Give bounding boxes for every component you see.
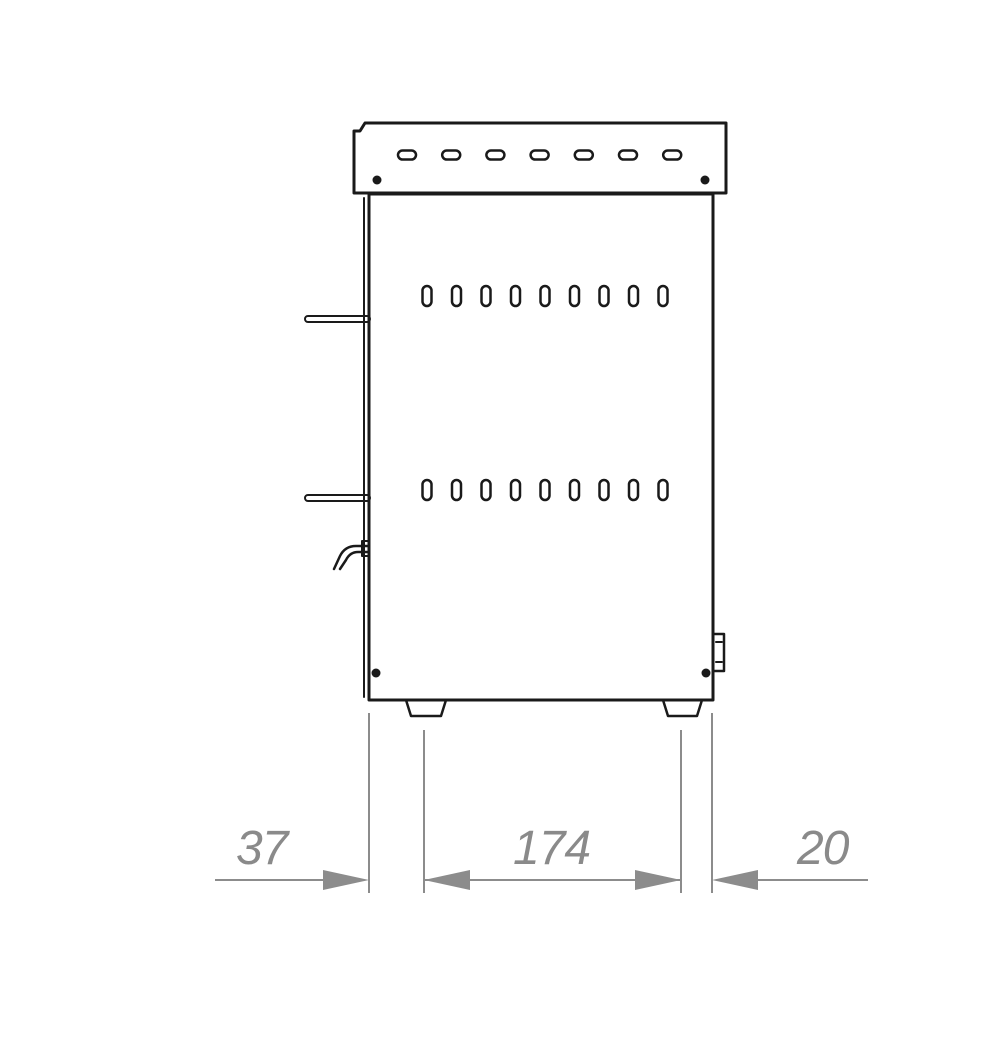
dimension-label-middle: 174 <box>513 822 590 875</box>
body-vent-slot <box>509 284 522 308</box>
dimension-line-left <box>215 870 369 890</box>
body-vent-slot <box>568 478 581 502</box>
body-vent-slots-upper <box>421 284 669 308</box>
body-vent-slot <box>421 478 433 502</box>
gas-inlet-pipe <box>332 540 370 571</box>
rear-connector <box>711 632 726 673</box>
rim-vent-slots <box>396 149 683 161</box>
oven-door-handle-upper <box>304 315 371 323</box>
dimension-extension-lines <box>368 713 713 893</box>
body-vent-slot <box>539 284 551 308</box>
body-vent-slot <box>657 478 669 502</box>
cooker-body <box>363 192 715 702</box>
rim-vent-slot <box>396 149 418 161</box>
rim-vent-slot <box>661 149 683 161</box>
rim-vent-slot <box>617 149 639 161</box>
body-vent-slot <box>539 478 551 502</box>
oven-door-handle-lower <box>304 494 371 502</box>
dimension-label-left: 37 <box>236 822 291 875</box>
rim-vent-slot <box>485 149 506 161</box>
body-vent-slot <box>598 284 610 308</box>
rim-vent-slot <box>529 149 550 161</box>
rear-foot <box>661 698 704 718</box>
body-vent-slot <box>598 478 610 502</box>
body-vent-slot <box>509 478 522 502</box>
body-vent-slot <box>627 284 640 308</box>
body-vent-slot <box>480 284 492 308</box>
dimension-line-middle <box>424 870 681 890</box>
dimension-line-right <box>712 870 868 890</box>
dimension-label-right: 20 <box>796 822 850 875</box>
body-vent-slots-lower <box>421 478 669 502</box>
body-vent-slot <box>568 284 581 308</box>
rim-vent-slot <box>573 149 595 161</box>
rim-vent-slot <box>440 149 462 161</box>
body-vent-slot <box>450 284 463 308</box>
front-foot <box>404 698 448 718</box>
body-vent-slot <box>480 478 492 502</box>
cooktop-rim <box>352 121 728 195</box>
body-vent-slot <box>421 284 433 308</box>
body-vent-slot <box>627 478 640 502</box>
body-vent-slot <box>450 478 463 502</box>
body-vent-slot <box>657 284 669 308</box>
